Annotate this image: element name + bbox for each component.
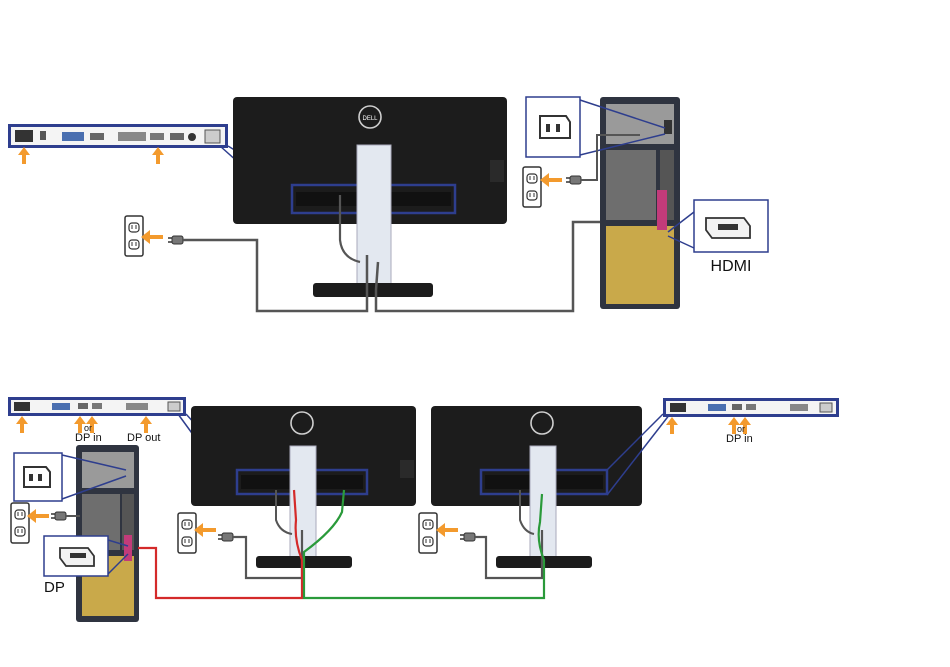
displayport-connector-icon: [60, 548, 94, 566]
rear-io-panel-bottom-left: [8, 397, 186, 416]
rear-io-panel-bottom-right: [663, 398, 839, 417]
orange-arrow-icon: [436, 523, 458, 537]
orange-arrow-icon: [540, 173, 562, 187]
power-outlet-icon: [523, 167, 541, 207]
top-setup: DELL: [8, 97, 768, 311]
hdmi-callout-label: HDMI: [711, 258, 752, 275]
computer-tower-top: [600, 97, 680, 309]
power-plug-icon: [460, 533, 475, 541]
orange-arrow-icon: [152, 147, 164, 164]
dell-badge-text: DELL: [362, 116, 378, 122]
orange-arrow-icon: [141, 230, 163, 244]
orange-arrow-icon: [140, 416, 152, 433]
dell-logo-icon: [291, 412, 313, 434]
power-outlet-icon: [11, 503, 29, 543]
orange-arrow-icon: [18, 147, 30, 164]
monitor-2-rear: [431, 406, 642, 568]
power-outlet-icon: [419, 513, 437, 553]
power-outlet-icon: [178, 513, 196, 553]
port-label-dp-in-right: DP in: [726, 433, 753, 445]
power-plug-icon: [51, 512, 66, 520]
orange-arrow-icon: [27, 509, 49, 523]
monitor-1-rear: [191, 406, 416, 568]
orange-arrow-icon: [16, 416, 28, 433]
orange-arrow-icon: [194, 523, 216, 537]
rear-io-panel-top: [8, 124, 228, 148]
power-plug-icon: [566, 176, 581, 184]
power-plug-icon: [168, 236, 183, 244]
power-plug-icon: [218, 533, 233, 541]
hdmi-connector-icon: [706, 218, 750, 238]
dp-callout-label: DP: [44, 579, 65, 596]
power-outlet-icon: [125, 216, 143, 256]
port-label-dp-in: DP in: [75, 432, 102, 444]
computer-tower-bottom: [76, 445, 139, 622]
power-connector-icon: [24, 467, 50, 487]
dell-logo-icon: [531, 412, 553, 434]
power-connector-icon: [540, 116, 570, 138]
port-label-dp-out: DP out: [127, 432, 160, 444]
orange-arrow-icon: [666, 417, 678, 434]
bottom-setup: or DP in DP out: [8, 397, 839, 622]
